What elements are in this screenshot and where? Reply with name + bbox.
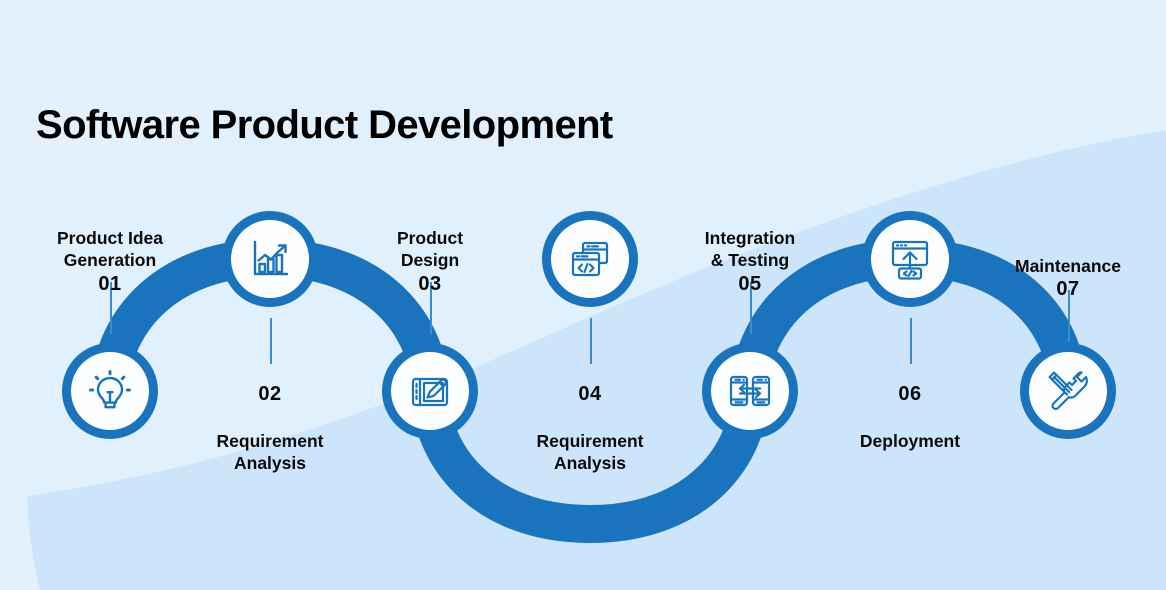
step-node-07[interactable] <box>1020 343 1116 439</box>
step-number-03: 03 <box>418 272 442 295</box>
step-label-07: Maintenance 07 <box>958 233 1166 325</box>
step-node-06[interactable] <box>862 211 958 307</box>
step-node-02[interactable] <box>222 211 318 307</box>
step-label-02-text: Requirement Analysis <box>216 430 324 474</box>
step-node-05[interactable] <box>702 343 798 439</box>
wrench-screwdriver-icon <box>1043 366 1093 416</box>
step-number-04: 04 <box>578 383 602 406</box>
step-label-05: Integration & Testing 05 <box>640 205 860 319</box>
step-label-07-text: Maintenance <box>1015 256 1121 277</box>
stem-line-07 <box>1068 290 1070 342</box>
step-label-03-text: Product Design <box>396 228 464 271</box>
step-number-05: 05 <box>738 272 762 295</box>
step-number-06: 06 <box>898 383 922 406</box>
lightbulb-icon <box>85 366 135 416</box>
step-number-02: 02 <box>258 383 282 406</box>
step-label-05-text: Integration & Testing <box>704 228 796 271</box>
step-number-07: 07 <box>1056 278 1080 301</box>
step-label-01: Product Idea Generation 01 <box>0 205 220 319</box>
step-label-06-text: Deployment <box>859 430 961 451</box>
step-label-04: 04 Requirement Analysis <box>480 360 700 474</box>
step-label-01-text: Product Idea Generation <box>57 228 163 271</box>
device-sync-icon <box>725 366 775 416</box>
step-label-03: Product Design 03 <box>320 205 540 319</box>
step-label-02: 02 Requirement Analysis <box>160 360 380 474</box>
stem-line-01 <box>110 282 112 334</box>
stem-line-04 <box>590 318 592 364</box>
step-label-04-text: Requirement Analysis <box>536 430 644 474</box>
page-title: Software Product Development <box>36 103 613 147</box>
stem-line-03 <box>430 282 432 334</box>
code-windows-icon <box>565 234 615 284</box>
step-number-01: 01 <box>98 272 122 295</box>
stem-line-06 <box>910 318 912 364</box>
drawing-tablet-stylus-icon <box>405 366 455 416</box>
step-node-01[interactable] <box>62 343 158 439</box>
step-node-04[interactable] <box>542 211 638 307</box>
step-node-03[interactable] <box>382 343 478 439</box>
bar-chart-growth-icon <box>245 234 295 284</box>
stem-line-05 <box>750 282 752 334</box>
stem-line-02 <box>270 318 272 364</box>
step-label-06: 06 Deployment <box>800 360 1020 452</box>
browser-upload-code-icon <box>885 234 935 284</box>
